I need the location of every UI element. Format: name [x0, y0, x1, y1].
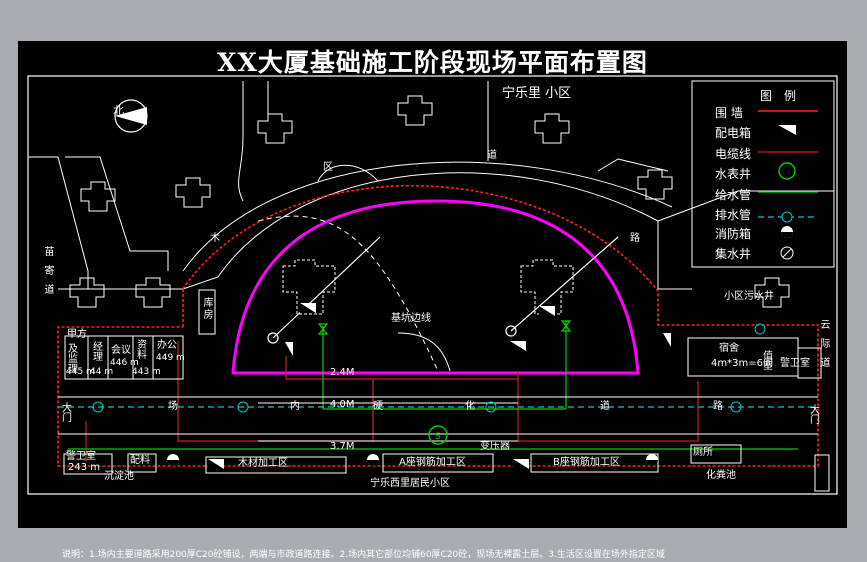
septic-label: 化粪池: [706, 470, 736, 481]
east-gate-label: 大 门: [810, 405, 820, 426]
office-room-1: 及 监理: [68, 344, 78, 375]
office-room-5: 办公: [157, 340, 177, 351]
planned-buildings: [282, 259, 574, 315]
legend-cable: 电缆线: [715, 147, 752, 161]
tower-cranes: [267, 236, 619, 344]
legend-water-meter: 水表井: [715, 167, 752, 181]
dorm-block: [687, 337, 799, 377]
ring-road-char-4: 路: [630, 233, 640, 244]
west-gate-label: 大 门: [62, 403, 72, 424]
north-road-5: [317, 164, 379, 182]
office-room-3: 会议: [111, 345, 131, 356]
site-plan: S: [27, 75, 838, 495]
office-header: 甲方: [67, 329, 87, 340]
office-room-5-area: 449 m: [156, 353, 185, 363]
site-frame: [27, 75, 838, 495]
north-road-1: [238, 81, 244, 202]
ring-road-char-3: 木: [210, 233, 220, 244]
pit-pointer: [397, 332, 451, 372]
fire-boxes: [167, 454, 658, 466]
dim-label-3: 3.7M: [330, 441, 355, 452]
south-guard-area: 243 m: [68, 462, 101, 473]
site-road-edges: [58, 396, 818, 442]
rebar-a-label: A座钢筋加工区: [399, 457, 466, 468]
water-supply-lines: [68, 321, 798, 450]
legend-distribution-box: 配电箱: [715, 126, 752, 140]
rebar-b-label: B座钢筋加工区: [553, 457, 620, 468]
drawing-title: XX大厦基础施工阶段现场平面布置图: [217, 48, 648, 77]
neighbor-buildings: [69, 95, 790, 308]
legend-fire-box: 消防箱: [715, 227, 752, 241]
dim-label-1: 2.4M: [330, 367, 355, 378]
svg-text:S: S: [435, 432, 441, 442]
ring-road-char-2: 区: [323, 162, 333, 173]
road-edge-west-inner: [65, 156, 169, 271]
inner-dash-arc: [257, 215, 439, 372]
wood-shop-label: 木材加工区: [238, 458, 288, 469]
pit-line-label: 基坑边线: [391, 313, 431, 324]
dorm-detail: 4m*3m=6间: [711, 358, 773, 369]
ring-road-outer: [58, 172, 692, 290]
legend-sump: 集水井: [715, 247, 752, 261]
foundation-pit-outline: [231, 199, 640, 375]
office-block: [64, 289, 216, 380]
sediment-pool-label: 沉淀池: [104, 471, 134, 482]
south-processing-row: [63, 444, 830, 492]
road-char-3: 硬: [373, 401, 383, 412]
toilet-label: 厕所: [693, 447, 713, 458]
sewer-well-label: 小区污水井: [724, 291, 774, 302]
office-room-4-area: 443 m: [132, 367, 161, 377]
road-char-2: 内: [290, 401, 300, 412]
legend-drain: 排水管: [715, 208, 752, 222]
ring-road-char-1: 道: [487, 150, 497, 161]
office-room-2-area: 44 m: [90, 367, 114, 377]
road-char-4: 化: [465, 401, 475, 412]
south-neighbor-label: 宁乐西里居民小区: [370, 478, 450, 489]
north-neighbor-label: 宁乐里 小区: [502, 86, 572, 101]
transformer-label: 变压器: [480, 441, 510, 452]
valves: [317, 320, 572, 335]
ring-road-inner: [182, 161, 673, 272]
dorm-name: 宿舍: [719, 343, 739, 354]
distribution-boxes: [208, 303, 671, 469]
east-road: [657, 190, 834, 222]
dim-label-2: 4.0M: [330, 399, 355, 410]
road-char-1: 场: [168, 401, 178, 412]
drain-manholes: [92, 323, 766, 413]
south-guard-label: 警卫室: [66, 451, 96, 462]
notes-text: 说明：1.场内主要道路采用200厚C20砼铺设，两端与市政道路连接。2.场内其它…: [62, 550, 665, 560]
road-edge-west: [28, 156, 89, 289]
north-road-4: [597, 158, 669, 172]
road-char-5: 道: [600, 401, 610, 412]
legend-title: 图例: [760, 89, 809, 103]
west-road-label: 苗 寄 道: [42, 246, 53, 298]
office-room-4: 资 料: [137, 340, 147, 361]
legend-box: [691, 80, 835, 268]
legend-fence: 围 墙: [715, 106, 743, 120]
watch-room-label: 值 室: [763, 351, 773, 372]
meter-label: 配料: [130, 455, 150, 466]
road-char-6: 路: [713, 401, 723, 412]
guard-room-east: [797, 347, 822, 379]
north-arrow-icon: [114, 99, 148, 133]
office-room-3-area: 446 m: [110, 358, 139, 368]
legend-icons: [758, 110, 818, 260]
warehouse-label: 库房: [201, 297, 212, 321]
office-room-2: 经 理: [93, 342, 103, 363]
legend-water-supply: 给水管: [715, 188, 752, 202]
site-fence: [57, 185, 819, 467]
north-label: 北: [113, 104, 124, 117]
office-room-1-area: 445 m: [66, 367, 95, 377]
guard-room-east-label: 警卫室: [780, 358, 810, 369]
east-road-label: 云 际 道: [818, 319, 829, 371]
drawing-board: XX大厦基础施工阶段现场平面布置图: [18, 41, 847, 560]
water-meter-well-icon: S: [428, 425, 448, 445]
